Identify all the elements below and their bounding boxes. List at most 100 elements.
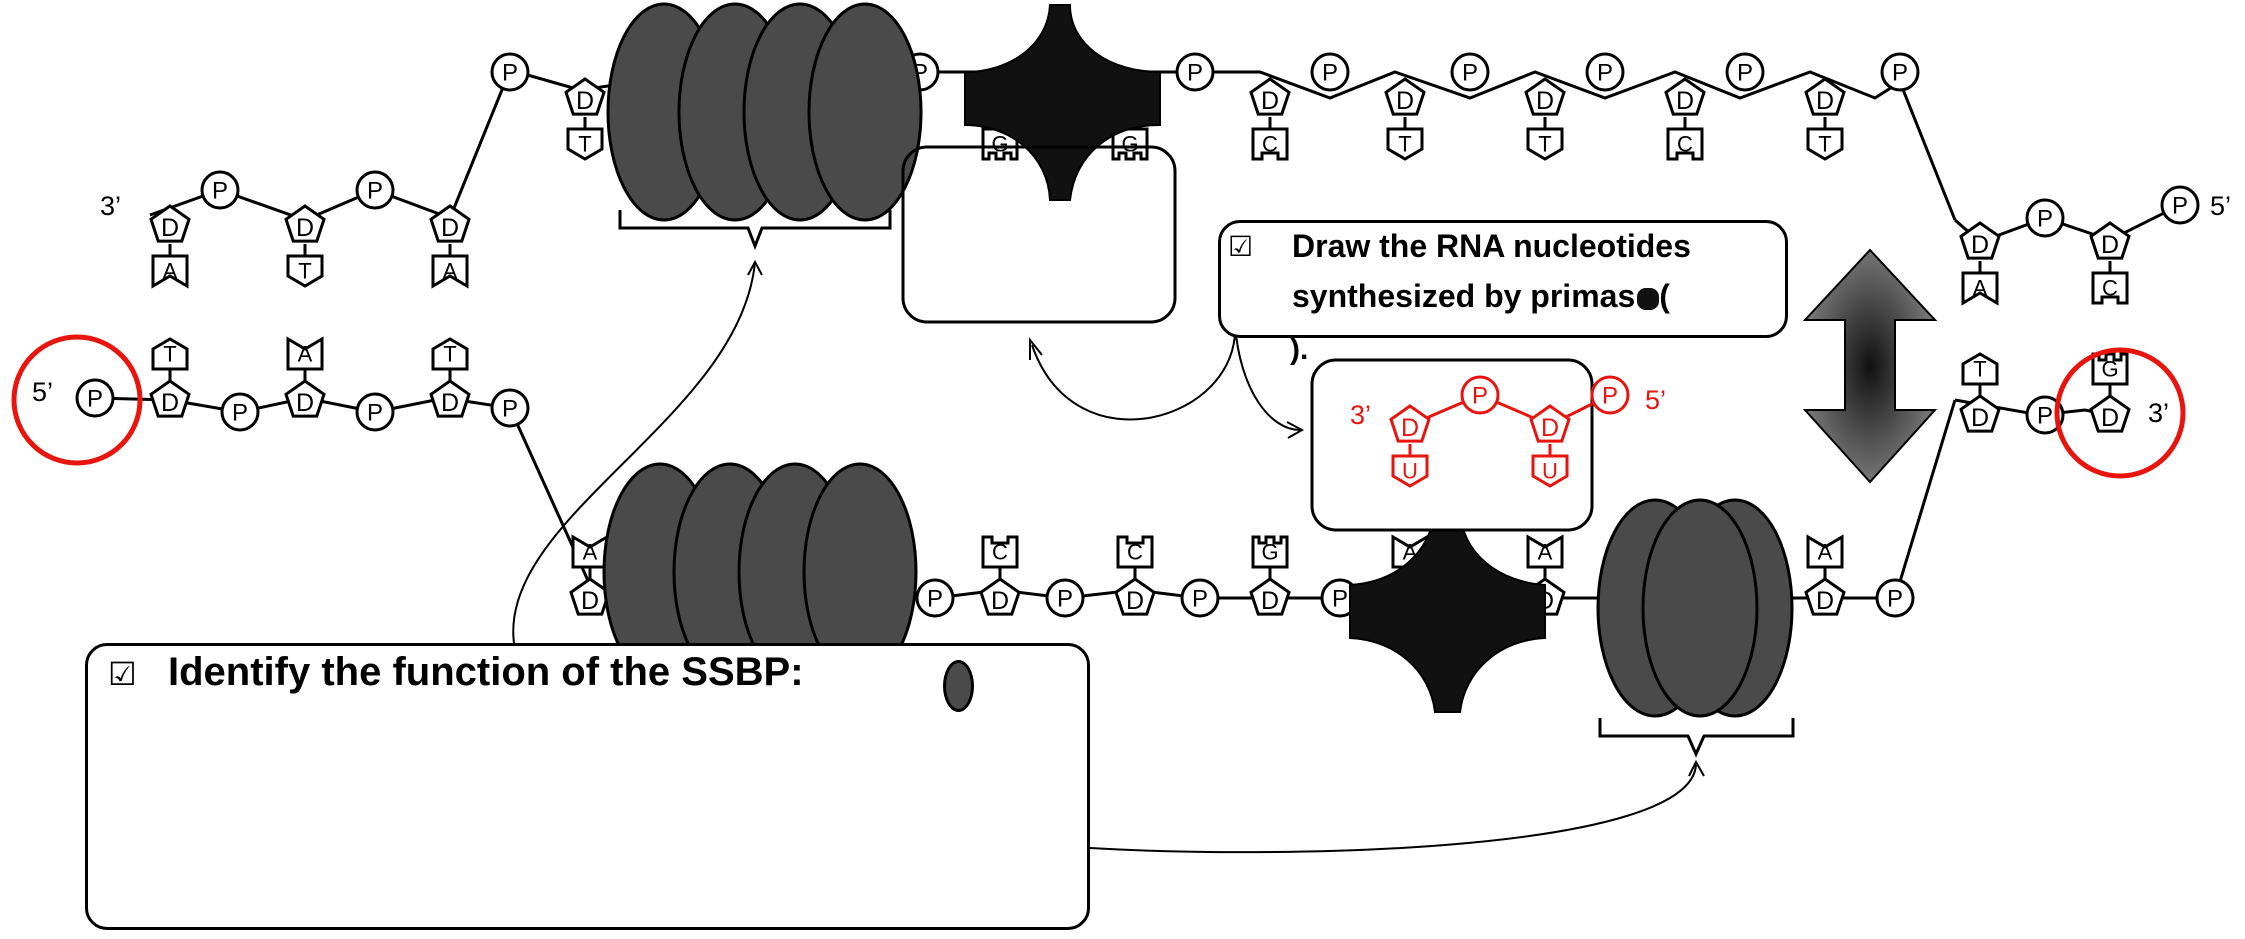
- phosphate-circle: [1880, 52, 1920, 92]
- phosphate-circle: [2160, 185, 2200, 225]
- nitrogenous-base: [1806, 127, 1844, 161]
- phosphate-circle: [355, 392, 395, 432]
- paren-open: (: [1659, 278, 1670, 314]
- sugar-label: D: [576, 87, 594, 115]
- base-label: T: [578, 132, 591, 157]
- nitrogenous-base: [1806, 534, 1844, 569]
- phosphate-circle: [1175, 52, 1215, 92]
- phosphate-label: P: [502, 396, 518, 423]
- primase-top: [964, 4, 1161, 201]
- deoxyribose-sugar: [149, 204, 191, 243]
- sugar-label: D: [1126, 587, 1144, 615]
- phosphate-label: P: [1472, 383, 1488, 410]
- sugar-label: D: [1536, 87, 1554, 115]
- phosphate-circle: [490, 388, 530, 428]
- deoxyribose-sugar: [1804, 577, 1846, 616]
- ssbp-right-cluster: [1596, 498, 1794, 718]
- deoxyribose-sugar: [1529, 404, 1571, 443]
- phosphate-circle: [2025, 198, 2065, 238]
- rna-primer-box[interactable]: [1310, 358, 1594, 532]
- sugar-label: D: [991, 587, 1009, 615]
- sugar-label: D: [441, 214, 459, 242]
- ssbp-bottom-cluster: [602, 462, 918, 682]
- phosphate-label: P: [1462, 60, 1478, 87]
- nitrogenous-base: [981, 535, 1019, 569]
- sugar-label: D: [161, 214, 179, 242]
- deoxyribose-sugar: [1664, 77, 1706, 116]
- deoxyribose-sugar: [1804, 77, 1846, 116]
- ssbp-icon: [943, 660, 974, 712]
- primase-bottom: [1349, 509, 1546, 713]
- end-label-3-right: 3’: [2148, 398, 2169, 428]
- sugar-label: D: [161, 389, 179, 417]
- phosphate-label: P: [212, 178, 228, 205]
- deoxyribose-sugar: [1249, 577, 1291, 616]
- top-ssbp-bracket: [618, 210, 892, 251]
- nitrogenous-base: [566, 127, 604, 161]
- base-label: A: [1973, 276, 1988, 301]
- annotation-arrows: [512, 259, 1705, 854]
- end-label-5-right: 5’: [2210, 191, 2231, 221]
- rna-task-checkbox[interactable]: ☑: [1228, 231, 1254, 262]
- phosphate-label: P: [87, 386, 103, 413]
- base-label: C: [1677, 132, 1693, 157]
- deoxyribose-sugar: [979, 577, 1021, 616]
- nitrogenous-base: [1666, 127, 1704, 161]
- nitrogenous-base: [151, 254, 189, 289]
- phosphate-label: P: [502, 60, 518, 87]
- ssbp-task-box[interactable]: [85, 643, 1090, 930]
- nitrogenous-base: [1961, 271, 1999, 306]
- phosphate-circle: [1310, 52, 1350, 92]
- deoxyribose-sugar: [1384, 77, 1426, 116]
- sugar-label: D: [1261, 587, 1279, 615]
- phosphate-label: P: [2172, 193, 2188, 220]
- phosphate-label: P: [2037, 206, 2053, 233]
- deoxyribose-sugar: [1114, 577, 1156, 616]
- end-label-3-left: 3’: [100, 191, 121, 221]
- ssbp-top-cluster: [606, 2, 923, 222]
- nitrogenous-base: [981, 127, 1019, 161]
- nitrogenous-base: [151, 337, 189, 371]
- phosphate-circle: [1875, 578, 1915, 618]
- rna-task-line-3: ).: [1290, 333, 1309, 366]
- phosphate-label: P: [1192, 586, 1208, 613]
- phosphate-circle: [1180, 578, 1220, 618]
- base-label: U: [1402, 459, 1418, 484]
- nitrogenous-base: [2091, 271, 2129, 305]
- sugar-label: D: [1401, 414, 1419, 442]
- phosphate-circle: [1460, 375, 1500, 415]
- three-prime-end-highlight: [2054, 347, 2186, 479]
- phosphate-label: P: [1332, 586, 1348, 613]
- phosphate-label: P: [1602, 383, 1618, 410]
- primer-3-label: 3’: [1350, 400, 1371, 430]
- nitrogenous-base: [1526, 127, 1564, 161]
- deoxyribose-sugar: [1389, 404, 1431, 443]
- phosphate-label: P: [367, 400, 383, 427]
- phosphate-label: P: [927, 586, 943, 613]
- deoxyribose-sugar: [1959, 221, 2001, 260]
- phosphate-circle: [1585, 52, 1625, 92]
- deoxyribose-sugar: [1249, 77, 1291, 116]
- nitrogenous-base: [286, 336, 324, 371]
- base-label: C: [992, 540, 1008, 565]
- nitrogenous-base: [1251, 535, 1289, 569]
- sugar-label: D: [1541, 414, 1559, 442]
- ssbp-task-checkbox[interactable]: ☑: [108, 656, 137, 692]
- sugar-label: D: [1396, 87, 1414, 115]
- base-label: C: [1127, 540, 1143, 565]
- base-label: T: [1818, 132, 1831, 157]
- phosphate-circle: [2025, 395, 2065, 435]
- phosphate-circle: [915, 578, 955, 618]
- phosphate-label: P: [367, 178, 383, 205]
- nitrogenous-base: [1111, 127, 1149, 161]
- base-label: G: [2101, 357, 2118, 382]
- deoxyribose-sugar: [149, 379, 191, 418]
- ssbp-protein: [807, 2, 923, 222]
- primase-answer-box[interactable]: [901, 145, 1177, 324]
- nitrogenous-base: [1961, 352, 1999, 386]
- sugar-label: D: [441, 389, 459, 417]
- double-arrow: [1802, 248, 1938, 484]
- base-label: A: [298, 342, 313, 367]
- sugar-label: D: [1676, 87, 1694, 115]
